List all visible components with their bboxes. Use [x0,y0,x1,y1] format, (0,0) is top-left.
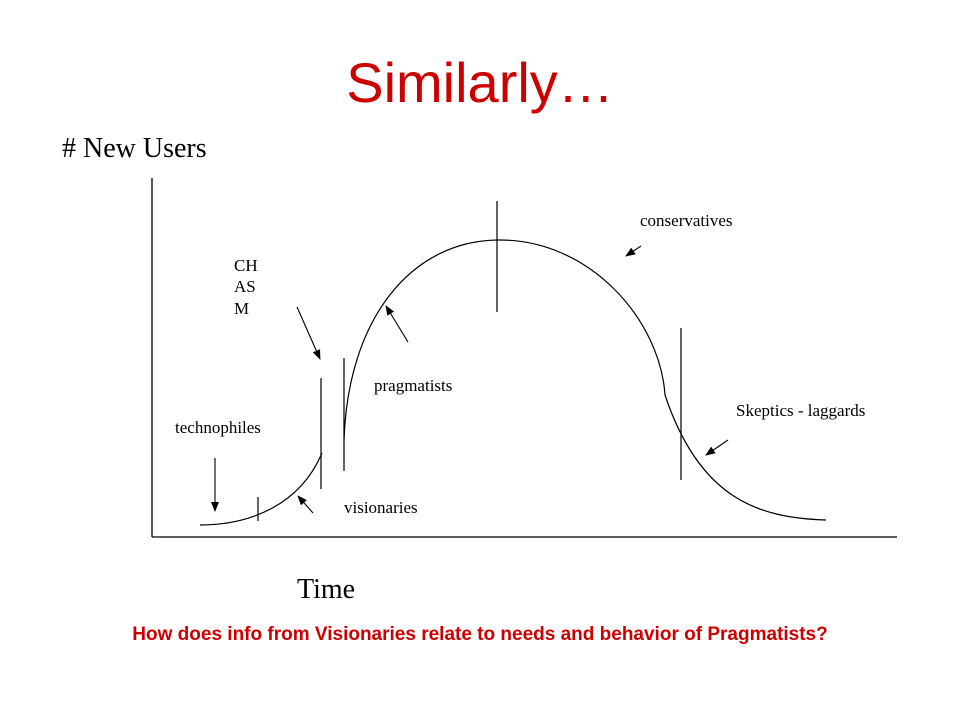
arrow-chasm [296,306,321,360]
label-conservatives: conservatives [640,211,733,230]
arrow-pragmatists [385,305,409,343]
slide-title: Similarly… [346,51,614,114]
adoption-curve-early [199,452,323,526]
label-technophiles: technophiles [175,418,261,437]
arrow-conservatives [625,245,642,257]
label-chasm: CHASM [234,256,258,318]
adoption-curve-tail [664,394,827,521]
label-skeptics-laggards: Skeptics - laggards [736,401,866,420]
y-axis-label: # New Users [62,133,207,164]
x-axis-label: Time [297,574,356,605]
arrow-visionaries [297,495,314,514]
label-visionaries: visionaries [344,498,418,517]
question-text: How does info from Visionaries relate to… [132,624,828,645]
adoption-curve-main [343,239,666,441]
arrow-skeptics [705,439,729,456]
label-pragmatists: pragmatists [374,376,453,395]
